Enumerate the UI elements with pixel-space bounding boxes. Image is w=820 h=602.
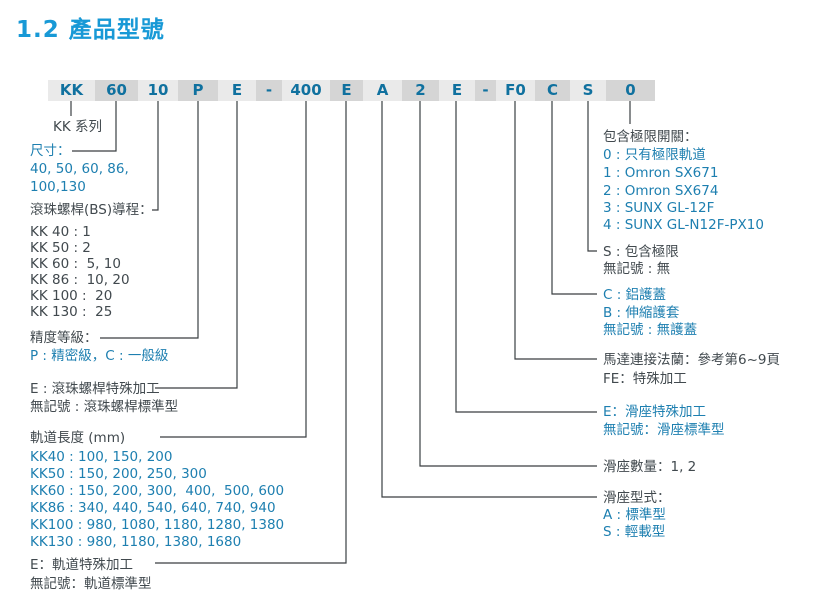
model-code-segment-slider-type: A	[363, 80, 402, 101]
model-code-segment-bs-special: E	[218, 80, 256, 101]
label-bs-standard: 無記號 : 滾珠螺桿標準型	[30, 399, 179, 415]
line-accuracy	[100, 101, 199, 339]
label-kk-series: KK 系列	[53, 119, 102, 135]
model-code-segment-slider-count: 2	[402, 80, 439, 101]
label-lead-kk100: KK 100 : 20	[30, 288, 113, 304]
label-slider-type-a: A : 標準型	[603, 507, 666, 523]
label-lead-kk130: KK 130 : 25	[30, 304, 113, 320]
label-slider-special: E：滑座特殊加工	[603, 404, 707, 420]
label-flange: 馬達連接法蘭：參考第6~9頁	[603, 352, 780, 368]
label-size-values-1: 40, 50, 60, 86,	[30, 161, 129, 177]
label-limit-2: 2 : Omron SX674	[603, 183, 719, 199]
label-limit-3: 3 : SUNX GL-12F	[603, 200, 715, 216]
label-rail-title: 軌道長度 (mm)	[30, 430, 126, 446]
line-slider-special	[455, 101, 597, 413]
label-slider-type-title: 滑座型式：	[603, 490, 671, 506]
label-rail-kk100: KK100 : 980, 1080, 1180, 1280, 1380	[30, 517, 285, 533]
label-lead-kk50: KK 50 : 2	[30, 240, 91, 256]
model-code-segment-dash1: -	[256, 80, 282, 101]
label-slider-standard: 無記號：滑座標準型	[603, 422, 725, 438]
label-rail-standard: 無記號：軌道標準型	[30, 576, 152, 592]
section-title: 1.2 產品型號	[16, 17, 165, 43]
line-bs-special	[155, 101, 238, 389]
model-code-segment-flange: F0	[496, 80, 535, 101]
line-rail-special	[155, 101, 347, 564]
model-code-segment-slider-special: E	[439, 80, 475, 101]
label-lead-kk60: KK 60 : 5, 10	[30, 256, 121, 272]
label-accuracy-title: 精度等級：	[30, 330, 98, 346]
line-slider-type	[381, 101, 597, 498]
label-flange-fe: FE：特殊加工	[603, 371, 687, 387]
model-code-segment-size: 60	[95, 80, 138, 101]
line-slider-count	[419, 101, 597, 467]
label-slider-type-s: S : 輕載型	[603, 524, 666, 540]
label-rail-kk40: KK40 : 100, 150, 200	[30, 449, 173, 465]
label-cover-none: 無記號 : 無護蓋	[603, 322, 698, 338]
label-lead-kk40: KK 40 : 1	[30, 224, 91, 240]
label-limit-1: 1 : Omron SX671	[603, 165, 719, 181]
model-code-segment-rail-special: E	[330, 80, 363, 101]
model-code-segment-kk: KK	[48, 80, 95, 101]
label-bs-special: E : 滾珠螺桿特殊加工	[30, 381, 160, 397]
label-rail-kk50: KK50 : 150, 200, 250, 300	[30, 466, 207, 482]
label-cover-c: C : 鋁護蓋	[603, 287, 667, 303]
label-limit-0: 0 : 只有極限軌道	[603, 147, 706, 163]
line-rail-length	[160, 101, 307, 438]
model-code-segment-lead: 10	[138, 80, 178, 101]
label-limit-4: 4 : SUNX GL-N12F-PX10	[603, 217, 764, 233]
model-code-segment-dash2: -	[475, 80, 496, 101]
label-rail-special: E：軌道特殊加工	[30, 557, 134, 573]
label-lead-kk86: KK 86 : 10, 20	[30, 272, 130, 288]
model-code-segment-cover: C	[535, 80, 570, 101]
label-limit-title: 包含極限開關：	[603, 129, 698, 145]
label-rail-kk130: KK130 : 980, 1180, 1380, 1680	[30, 534, 242, 550]
model-code-row: KK 60 10 P E - 400 E A 2 E - F0 C S 0	[48, 80, 655, 101]
label-limit-s: S : 包含極限	[603, 244, 679, 260]
line-size	[72, 101, 117, 152]
label-size-values-2: 100,130	[30, 179, 86, 195]
label-rail-kk86: KK86 : 340, 440, 540, 640, 740, 940	[30, 500, 276, 516]
line-cover	[551, 101, 597, 295]
label-rail-kk60: KK60 : 150, 200, 300, 400, 500, 600	[30, 483, 285, 499]
model-code-segment-rail-length: 400	[282, 80, 330, 101]
label-slider-count: 滑座數量：1, 2	[603, 459, 697, 475]
label-accuracy-value: P : 精密級，C : 一般級	[30, 348, 169, 364]
model-code-segment-accuracy: P	[178, 80, 218, 101]
label-lead-title: 滾珠螺桿(BS)導程：	[30, 202, 153, 218]
line-limit-s	[587, 101, 597, 252]
model-code-segment-limit: S	[570, 80, 606, 101]
label-size-title: 尺寸：	[30, 143, 71, 159]
line-lead	[152, 101, 159, 211]
line-flange	[514, 101, 597, 360]
label-limit-none: 無記號 : 無	[603, 261, 671, 277]
label-cover-b: B : 伸縮護套	[603, 305, 680, 321]
model-code-segment-limit-switch: 0	[606, 80, 655, 101]
